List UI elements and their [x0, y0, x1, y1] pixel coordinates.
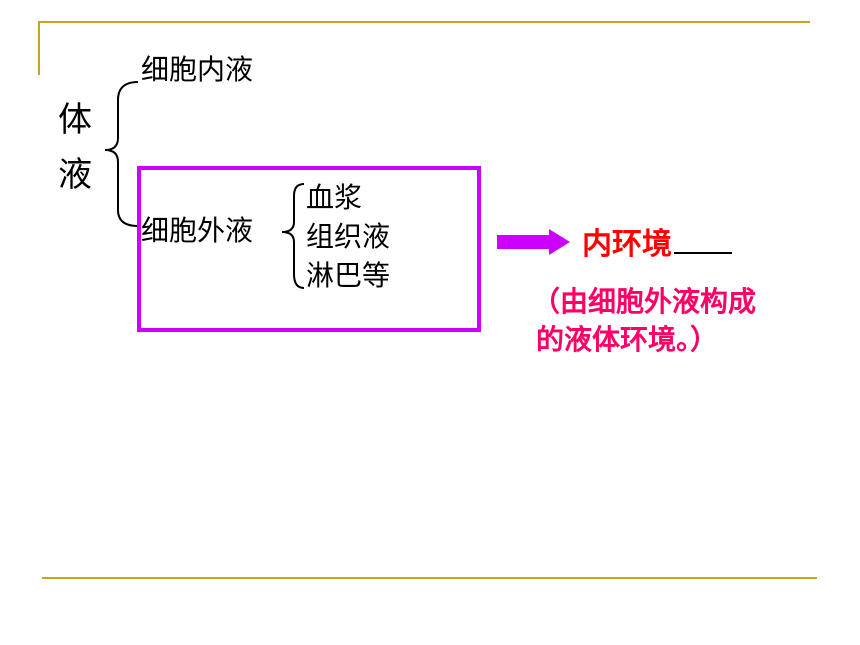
- note-line-1: （由细胞外液构成: [532, 285, 757, 318]
- body-fluid-char-1: 体: [58, 100, 92, 140]
- extracellular-box: [137, 166, 481, 332]
- bottom-rule: [42, 577, 817, 579]
- sub-brace-icon: [281, 183, 305, 289]
- internal-environment-title: 内环境: [582, 224, 732, 263]
- extracellular-label: 细胞外液: [141, 214, 254, 247]
- top-rule: [38, 21, 810, 23]
- note-line-2: 的液体环境。）: [536, 323, 719, 356]
- blank-underline: [674, 224, 732, 254]
- main-brace-icon: [104, 81, 139, 227]
- component-tissue-fluid: 组织液: [306, 220, 391, 253]
- component-lymph: 淋巴等: [306, 259, 391, 292]
- intracellular-label: 细胞内液: [141, 53, 254, 86]
- body-fluid-char-2: 液: [58, 155, 92, 195]
- component-plasma: 血浆: [306, 181, 363, 214]
- internal-environment-text: 内环境: [582, 227, 672, 262]
- arrow-icon: [497, 229, 570, 255]
- left-rule: [38, 21, 40, 75]
